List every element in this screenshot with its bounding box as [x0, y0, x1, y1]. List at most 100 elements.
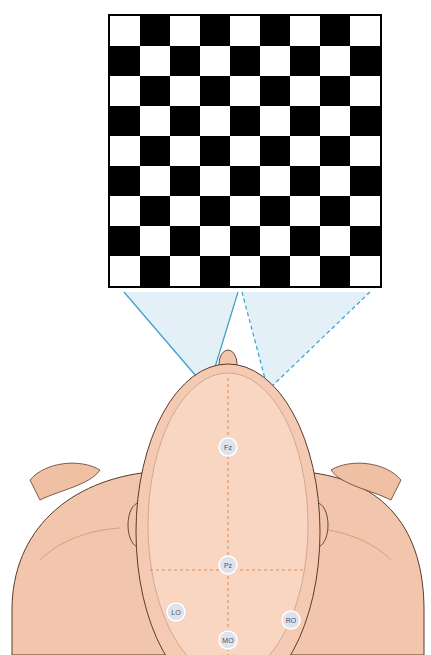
electrode-label: LO: [171, 609, 180, 616]
checker-square: [140, 136, 170, 166]
checker-square: [140, 76, 170, 106]
checker-square: [350, 76, 380, 106]
electrode: Pz: [218, 555, 238, 575]
checker-square: [320, 16, 350, 46]
checker-square: [110, 166, 140, 196]
checker-square: [110, 196, 140, 226]
checker-square: [140, 196, 170, 226]
checker-square: [170, 256, 200, 286]
checker-square: [290, 46, 320, 76]
checker-square: [200, 136, 230, 166]
checker-square: [290, 136, 320, 166]
checker-square: [140, 16, 170, 46]
shoulder-crease: [40, 528, 120, 560]
checker-square: [260, 16, 290, 46]
head: [136, 364, 320, 655]
checker-square: [140, 166, 170, 196]
midline: [228, 378, 229, 655]
checker-square: [170, 226, 200, 256]
checker-square: [260, 256, 290, 286]
checker-square: [350, 196, 380, 226]
checker-square: [260, 106, 290, 136]
checker-square: [230, 106, 260, 136]
checker-square: [260, 136, 290, 166]
checker-square: [350, 166, 380, 196]
electrode-label: MO: [222, 637, 233, 644]
checker-square: [170, 196, 200, 226]
checker-square: [290, 76, 320, 106]
checker-square: [230, 136, 260, 166]
checker-square: [170, 76, 200, 106]
checker-square: [200, 166, 230, 196]
electrode: LO: [166, 602, 186, 622]
checker-square: [350, 46, 380, 76]
checker-square: [170, 166, 200, 196]
checker-square: [320, 166, 350, 196]
checker-square: [350, 16, 380, 46]
checkerboard: [108, 14, 382, 288]
checker-square: [230, 256, 260, 286]
checker-square: [260, 76, 290, 106]
checker-square: [110, 16, 140, 46]
checker-square: [260, 166, 290, 196]
checker-square: [200, 256, 230, 286]
checker-square: [320, 256, 350, 286]
checker-square: [200, 226, 230, 256]
checker-square: [200, 76, 230, 106]
checker-square: [110, 106, 140, 136]
scalp: [148, 373, 308, 655]
checker-square: [200, 46, 230, 76]
checker-square: [110, 46, 140, 76]
checker-square: [110, 226, 140, 256]
checker-square: [230, 46, 260, 76]
checker-square: [200, 106, 230, 136]
checker-square: [350, 106, 380, 136]
checker-square: [200, 196, 230, 226]
checker-square: [320, 76, 350, 106]
electrode: MO: [218, 630, 238, 650]
checker-square: [320, 136, 350, 166]
sight-line: [268, 292, 370, 390]
checker-square: [260, 226, 290, 256]
electrode: Fz: [218, 437, 238, 457]
checker-square: [350, 136, 380, 166]
electrode-label: RO: [286, 617, 297, 624]
electrode-label: Pz: [224, 562, 232, 569]
checker-square: [320, 46, 350, 76]
checker-square: [260, 46, 290, 76]
checker-square: [170, 16, 200, 46]
checker-square: [110, 136, 140, 166]
checker-square: [140, 256, 170, 286]
checker-square: [230, 196, 260, 226]
checker-square: [290, 226, 320, 256]
checker-square: [230, 226, 260, 256]
checker-square: [350, 256, 380, 286]
checker-square: [200, 16, 230, 46]
hand: [331, 463, 401, 500]
checker-square: [350, 226, 380, 256]
checker-square: [110, 256, 140, 286]
electrode: RO: [281, 610, 301, 630]
checker-square: [290, 166, 320, 196]
checker-square: [140, 226, 170, 256]
checker-square: [320, 196, 350, 226]
checker-frame: [108, 14, 382, 288]
electrode-label: Fz: [224, 444, 232, 451]
hand: [30, 463, 100, 500]
checker-square: [170, 46, 200, 76]
checker-square: [290, 16, 320, 46]
checker-square: [170, 106, 200, 136]
checker-square: [290, 256, 320, 286]
checker-square: [170, 136, 200, 166]
checker-square: [260, 196, 290, 226]
checker-square: [110, 76, 140, 106]
checker-square: [290, 196, 320, 226]
checker-square: [230, 16, 260, 46]
checker-square: [290, 106, 320, 136]
checker-square: [320, 106, 350, 136]
checker-square: [230, 76, 260, 106]
checker-square: [140, 46, 170, 76]
